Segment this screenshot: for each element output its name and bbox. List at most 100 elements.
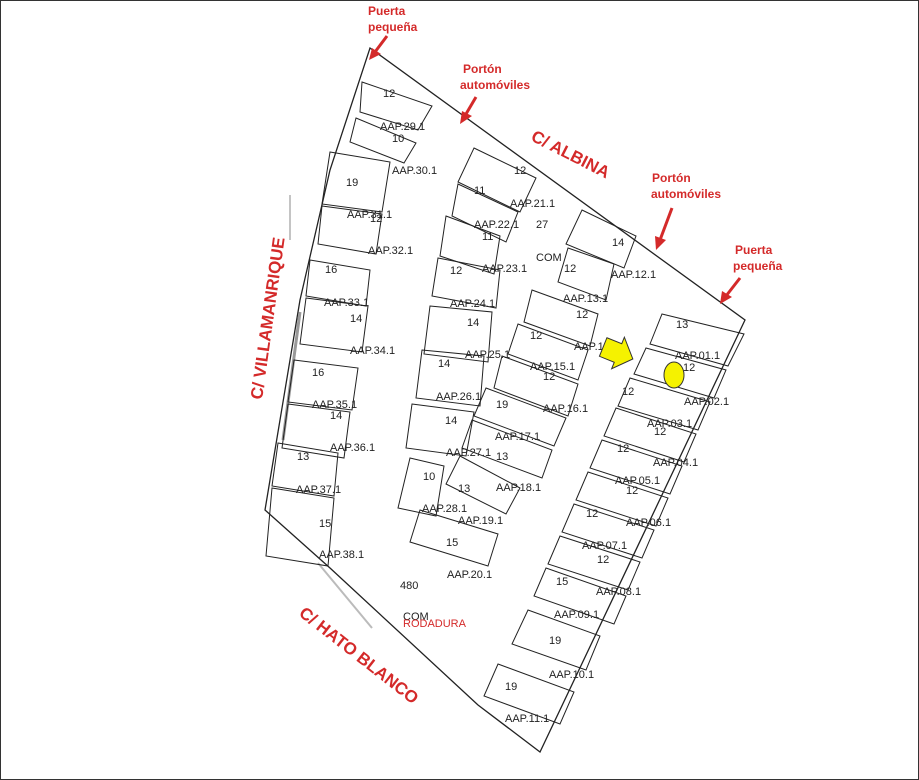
parking-stall-size: 13 xyxy=(496,451,508,463)
parking-stall[interactable] xyxy=(507,323,589,381)
parking-stall-size: 12 xyxy=(383,88,395,100)
rodadura-label: RODADURA xyxy=(403,618,467,630)
parking-stall[interactable] xyxy=(561,503,655,559)
highlight-dot xyxy=(663,361,685,389)
parking-stall-id: AAP.27.1 xyxy=(446,447,491,459)
parking-stall[interactable] xyxy=(287,359,359,411)
parking-stall[interactable] xyxy=(439,215,501,275)
parking-stall-id: AAP.29.1 xyxy=(380,121,425,133)
parking-stall-id: AAP.02.1 xyxy=(684,396,729,408)
parking-stall[interactable] xyxy=(603,407,697,463)
parking-stall-size: 12 xyxy=(450,265,462,277)
car-gate-top-label-1: Portón xyxy=(463,62,502,76)
parking-stalls xyxy=(265,81,745,725)
parking-stall[interactable] xyxy=(349,117,417,164)
parking-stall-size: 15 xyxy=(319,518,331,530)
parking-stall[interactable] xyxy=(445,455,521,515)
parking-stall[interactable] xyxy=(423,305,493,363)
parking-stall-id: AAP.16.1 xyxy=(543,403,588,415)
parking-stall-id: AAP.37.1 xyxy=(296,484,341,496)
parking-stall-id: AAP.23.1 xyxy=(482,263,527,275)
parking-stall-id: AAP.20.1 xyxy=(447,569,492,581)
parking-stall[interactable] xyxy=(321,151,391,213)
parking-stall-id: AAP.24.1 xyxy=(450,298,495,310)
parking-stall-size: 13 xyxy=(676,319,688,331)
parking-stall-id: AAP.05.1 xyxy=(615,475,660,487)
parking-stall-id: AAP.21.1 xyxy=(510,198,555,210)
parking-stall-size: 12 xyxy=(530,330,542,342)
parking-stall-id: AAP.25.1 xyxy=(465,349,510,361)
parking-stall[interactable] xyxy=(617,377,711,431)
parking-stall-id: AAP.17.1 xyxy=(495,431,540,443)
parking-stall-size: 12 xyxy=(564,263,576,275)
parking-stall-size: 12 xyxy=(576,309,588,321)
parking-stall[interactable] xyxy=(493,355,579,417)
parking-stall-id: AAP.15.1 xyxy=(530,361,575,373)
parking-stall-size: 14 xyxy=(350,313,362,325)
parking-stall-size: 13 xyxy=(458,483,470,495)
small-gate-right-arrow xyxy=(720,277,742,304)
parking-stall-size: 14 xyxy=(438,358,450,370)
small-gate-top-label-2: pequeña xyxy=(368,20,418,34)
parking-stall[interactable] xyxy=(299,297,369,353)
parking-stall[interactable] xyxy=(397,457,445,517)
parking-stall-id: AAP.07.1 xyxy=(582,540,627,552)
small-gate-top-arrow xyxy=(369,35,389,60)
parking-stall[interactable] xyxy=(409,509,499,567)
parking-stall[interactable] xyxy=(533,567,627,625)
parking-stall-id: AAP.34.1 xyxy=(350,345,395,357)
parking-stall[interactable] xyxy=(265,487,335,567)
parking-stall[interactable] xyxy=(271,442,339,497)
parking-stall-id: AAP.11.1 xyxy=(505,713,549,725)
parking-stall-id: AAP.19.1 xyxy=(458,515,503,527)
parking-stall-size: 14 xyxy=(330,410,342,422)
parking-stall[interactable] xyxy=(457,147,537,213)
parking-stall-size: 12 xyxy=(543,371,555,383)
parking-stall[interactable] xyxy=(461,419,553,479)
parking-stall-id: AAP.32.1 xyxy=(368,245,413,257)
parking-stall[interactable] xyxy=(511,609,601,671)
parking-stall-size: 10 xyxy=(423,471,435,483)
parking-stall[interactable] xyxy=(589,439,683,495)
parking-stall-id: AAP.33.1 xyxy=(324,297,369,309)
small-gate-right-label-2: pequeña xyxy=(733,259,783,273)
parking-stall[interactable] xyxy=(317,205,383,255)
parking-stall-id: AAP.12.1 xyxy=(611,269,656,281)
parking-stall-id: AAP.08.1 xyxy=(596,586,641,598)
parking-labels: 12AAP.29.110AAP.30.119AAP.31.112AAP.32.1… xyxy=(296,88,729,725)
parking-stall[interactable] xyxy=(575,471,669,527)
parking-stall-size: 12 xyxy=(597,554,609,566)
parking-stall-id: AAP.06.1 xyxy=(626,517,671,529)
parking-stall-id: AAP.28.1 xyxy=(422,503,467,515)
parking-stall[interactable] xyxy=(451,183,519,243)
parking-stall-size: 10 xyxy=(392,133,404,145)
parking-stall[interactable] xyxy=(557,247,615,301)
parking-stall[interactable] xyxy=(483,663,575,725)
parking-stall[interactable] xyxy=(649,313,745,367)
parking-stall-size: 16 xyxy=(312,367,324,379)
parking-stall[interactable] xyxy=(281,403,351,459)
parking-stall[interactable] xyxy=(405,403,475,457)
parking-stall-id: AAP.36.1 xyxy=(330,442,375,454)
parking-stall-size: 16 xyxy=(325,264,337,276)
hato-blanco-wall xyxy=(317,562,373,629)
parking-stall-size: 12 xyxy=(622,386,634,398)
parking-stall-size: 11 xyxy=(474,185,485,197)
parking-stall-id: AAP.09.1 xyxy=(554,609,599,621)
parking-stall[interactable] xyxy=(415,349,485,407)
parking-stall[interactable] xyxy=(565,209,637,269)
parking-stall-size: 15 xyxy=(556,576,568,588)
parking-stall[interactable] xyxy=(523,289,599,347)
parking-stall[interactable] xyxy=(633,347,727,399)
parking-stall-size: 11 xyxy=(482,231,493,243)
parking-stall-size: 12 xyxy=(654,426,666,438)
parking-stall[interactable] xyxy=(473,387,567,447)
parking-stall[interactable] xyxy=(359,81,433,131)
parking-stall[interactable] xyxy=(547,535,641,591)
parking-stall[interactable] xyxy=(431,257,501,309)
parking-stall-size: 14 xyxy=(467,317,479,329)
parking-stall-size: 14 xyxy=(445,415,457,427)
parking-stall-id: AAP.03.1 xyxy=(647,418,692,430)
parking-stall-size: 19 xyxy=(549,635,561,647)
